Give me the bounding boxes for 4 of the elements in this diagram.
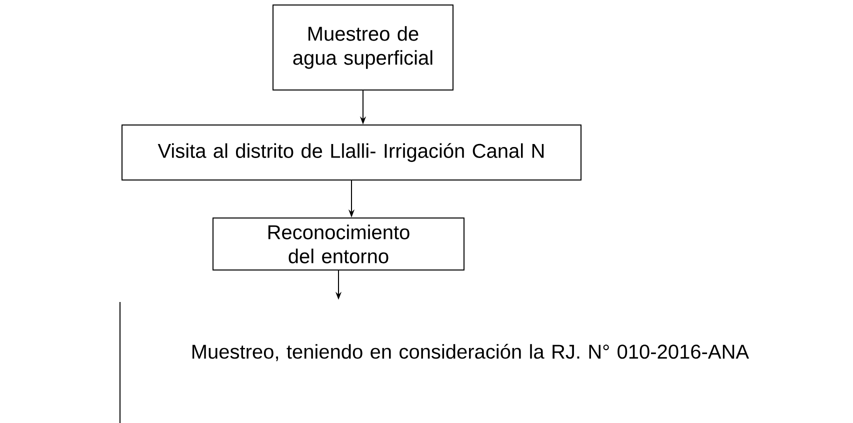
process-box: Muestreo, teniendo en consideración la RJ. N° 010-2016-ANA — [120, 302, 750, 423]
process-box: Visita al distrito de Llalli- Irrigación Canal N — [122, 124, 582, 180]
process-box: Muestreo de agua superficial — [272, 4, 454, 90]
process-box: Reconocimiento del entorno — [212, 218, 464, 270]
